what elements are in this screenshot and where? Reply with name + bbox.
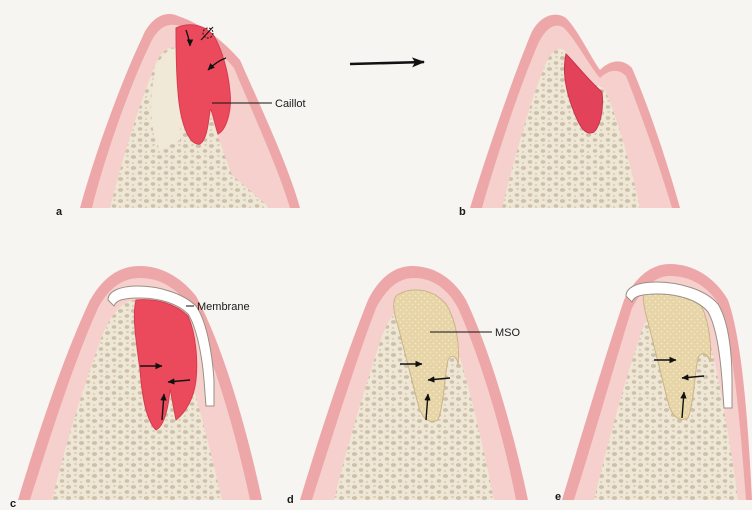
clot-label: Caillot <box>275 98 306 110</box>
panel-letter-b: b <box>459 206 466 218</box>
panel-a: Caillot a <box>56 14 306 218</box>
panel-letter-c: c <box>10 498 16 510</box>
panel-letter-d: d <box>287 494 294 506</box>
membrane-label: Membrane <box>197 301 250 313</box>
panel-b: b <box>459 15 680 218</box>
panel-d: MSO d <box>287 266 528 506</box>
panel-letter-e: e <box>555 491 561 503</box>
graft-label: MSO <box>495 327 521 339</box>
panel-letter-a: a <box>56 206 63 218</box>
transition-arrow-icon <box>350 62 424 64</box>
panel-c: Membrane c <box>10 266 262 510</box>
panel-e: e <box>555 264 752 503</box>
